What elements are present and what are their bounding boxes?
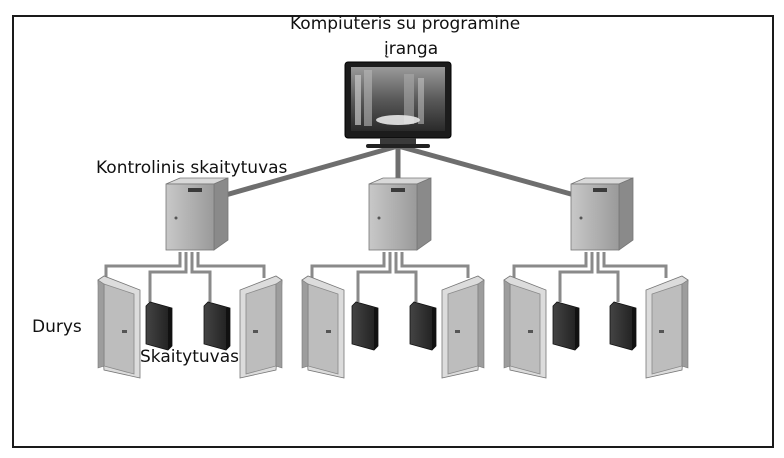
network-links <box>214 143 579 201</box>
computer-label-line2: įranga <box>384 39 439 59</box>
controller-cabinet-icon <box>165 177 229 251</box>
door-icon <box>645 275 689 379</box>
computer-label-line1: Kompiuteris su programine <box>290 14 521 34</box>
card-reader-icon <box>409 301 437 351</box>
link-right <box>397 143 579 199</box>
controller-cabinet-icon <box>570 177 634 251</box>
wiring-group-3 <box>512 252 668 302</box>
door-icon <box>97 275 141 379</box>
wiring-group-2 <box>310 252 470 302</box>
card-reader-icon <box>609 301 637 351</box>
wiring-group-1 <box>104 252 266 302</box>
door-icon <box>301 275 345 379</box>
door-icon <box>503 275 547 379</box>
controller-label: Kontrolinis skaitytuvas <box>96 158 288 178</box>
doors-label: Durys <box>32 317 82 337</box>
card-reader-icon <box>351 301 379 351</box>
door-icon <box>239 275 283 379</box>
link-left <box>214 143 399 201</box>
card-reader-icon <box>145 301 173 351</box>
card-reader-icon <box>203 301 231 351</box>
readers-label: Skaitytuvas <box>140 347 239 367</box>
controller-cabinet-icon <box>368 177 432 251</box>
monitor-icon <box>344 61 452 148</box>
door-icon <box>441 275 485 379</box>
card-reader-icon <box>552 301 580 351</box>
